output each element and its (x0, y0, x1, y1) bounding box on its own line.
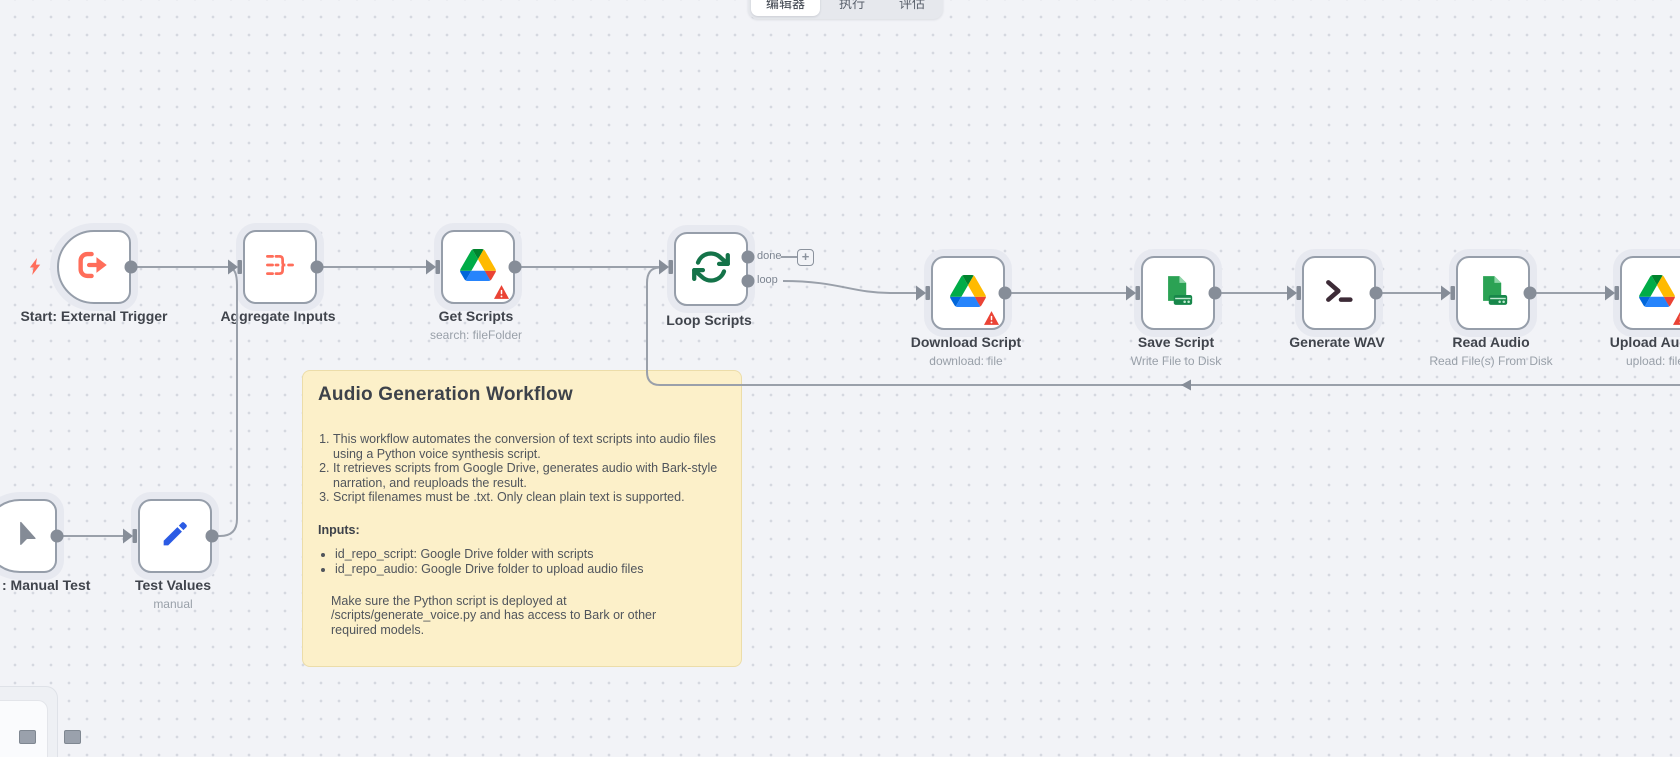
sticky-note[interactable]: Audio Generation Workflow This workflow … (302, 370, 742, 667)
lightning-icon (29, 258, 42, 275)
node-label: Upload Audio upload: file (1545, 334, 1680, 369)
node-loop-scripts[interactable] (674, 232, 748, 306)
google-drive-icon (1639, 275, 1675, 312)
sticky-list-item: It retrieves scripts from Google Drive, … (333, 461, 721, 490)
node-label: Download Script download: file (856, 334, 1076, 369)
sticky-bullet-item: id_repo_script: Google Drive folder with… (335, 547, 721, 563)
corner-panel-inner (0, 700, 48, 757)
file-disk-icon (1161, 274, 1195, 313)
node-test-values[interactable] (138, 499, 212, 573)
node-download-script[interactable] (931, 256, 1005, 330)
warning-icon (1673, 311, 1680, 325)
node-get-scripts[interactable] (441, 230, 515, 304)
sticky-bullet-item: id_repo_audio: Google Drive folder to up… (335, 562, 721, 578)
node-label: Test Values manual (63, 577, 283, 612)
sticky-bullet-list: id_repo_script: Google Drive folder with… (318, 547, 721, 578)
cursor-icon (12, 518, 42, 555)
tab-evaluations[interactable]: 评估 (884, 0, 940, 16)
node-save-script[interactable] (1141, 256, 1215, 330)
node-label: Loop Scripts (599, 312, 819, 328)
sticky-numbered-list: This workflow automates the conversion o… (318, 432, 721, 505)
warning-icon (984, 311, 999, 325)
view-switcher: 编辑器 执行 评估 (748, 0, 943, 19)
node-generate-wav[interactable] (1302, 256, 1376, 330)
sticky-list-item: Script filenames must be .txt. Only clea… (333, 490, 721, 505)
node-aggregate-inputs[interactable] (243, 230, 317, 304)
add-node-button[interactable]: + (797, 249, 814, 266)
flow-direction-arrow (1181, 380, 1191, 391)
exit-arrow-icon (77, 250, 111, 285)
node-start-external-trigger[interactable] (57, 230, 131, 304)
node-label: Aggregate Inputs (168, 308, 388, 324)
aggregate-icon (264, 251, 296, 284)
output-label-loop: loop (757, 274, 778, 287)
node-read-audio[interactable] (1456, 256, 1530, 330)
file-disk-icon (1476, 274, 1510, 313)
node-upload-audio[interactable] (1620, 256, 1680, 330)
google-drive-icon (950, 275, 986, 312)
loop-icon (692, 248, 730, 291)
google-drive-icon (460, 249, 496, 286)
node-manual-trigger[interactable] (0, 499, 57, 573)
sticky-title: Audio Generation Workflow (318, 384, 721, 406)
sticky-inputs-heading: Inputs: (318, 523, 721, 537)
tab-executions[interactable]: 执行 (824, 0, 880, 16)
sticky-footer-note: Make sure the Python script is deployed … (331, 594, 701, 638)
mini-node-square (64, 730, 81, 744)
mini-node-square (19, 730, 36, 744)
warning-icon (494, 285, 509, 299)
terminal-icon (1322, 275, 1356, 312)
tab-editor[interactable]: 编辑器 (751, 0, 820, 16)
pencil-icon (159, 518, 191, 555)
sticky-list-item: This workflow automates the conversion o… (333, 432, 721, 461)
output-label-done: done (757, 250, 781, 263)
node-label: Get Scripts search: fileFolder (366, 308, 586, 343)
